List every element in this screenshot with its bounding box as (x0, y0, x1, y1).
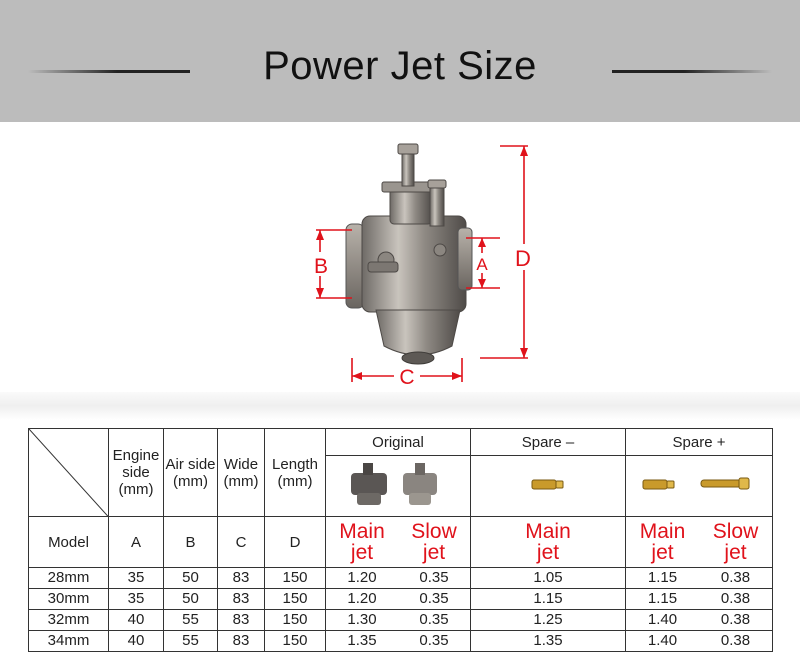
header-length: Length (mm) (264, 427, 326, 518)
cell-original-main: 1.20 (347, 569, 377, 587)
cell-model: 28mm (28, 566, 109, 589)
table-row: 32mm 40 55 83 150 1.30 0.35 1.25 1.40 0.38 (28, 608, 773, 631)
label-c: C (217, 516, 265, 568)
cell-original-slow: 0.35 (419, 569, 449, 587)
cell-spare-minus-main: 1.05 (470, 566, 626, 589)
cell-spare-plus-main: 1.40 (647, 611, 678, 629)
spare-plus-jet-labels: Main jet Slow jet (625, 516, 773, 568)
page-title: Power Jet Size (263, 44, 537, 88)
dimension-label-c: C (399, 366, 414, 389)
original-jets-image (325, 455, 471, 518)
cell-b: 55 (163, 629, 218, 653)
spare-minus-main-jet-label: Main jet (525, 520, 571, 565)
cell-spare-plus-main: 1.15 (647, 569, 678, 587)
header-spare-minus: Spare – (470, 427, 626, 457)
header-engine-side: Engine side (mm) (108, 427, 164, 518)
dimension-label-b: B (314, 255, 328, 278)
brass-jet-icon (531, 479, 564, 490)
cell-spare-plus: 1.15 0.38 (625, 587, 773, 610)
label-b: B (163, 516, 218, 568)
cell-b: 50 (163, 587, 218, 610)
cell-spare-minus-main: 1.35 (470, 629, 626, 653)
cell-original-slow: 0.35 (419, 632, 449, 650)
cell-a: 35 (108, 566, 164, 589)
spare-plus-main-jet-label: Main jet (639, 520, 686, 565)
spare-minus-jet-labels: Main jet (470, 516, 626, 568)
cell-original-main: 1.35 (347, 632, 377, 650)
spec-table: Engine side (mm) Air side (mm) Wide (mm)… (28, 427, 773, 653)
cell-spare-plus-main: 1.15 (647, 590, 678, 608)
cell-model: 30mm (28, 587, 109, 610)
cell-a: 40 (108, 629, 164, 653)
table-row: 28mm 35 50 83 150 1.20 0.35 1.05 1.15 0.38 (28, 566, 773, 589)
cell-spare-plus-slow: 0.38 (720, 590, 751, 608)
original-jet-labels: Main jet Slow jet (325, 516, 471, 568)
original-main-jet-label: Main jet (339, 520, 385, 565)
cell-spare-plus-slow: 0.38 (720, 632, 751, 650)
cell-original: 1.20 0.35 (325, 566, 471, 589)
cell-c: 83 (217, 566, 265, 589)
cell-spare-plus: 1.40 0.38 (625, 629, 773, 653)
cell-original: 1.35 0.35 (325, 629, 471, 653)
brass-jets-icon (642, 477, 750, 490)
table-row: 30mm 35 50 83 150 1.20 0.35 1.15 1.15 0.38 (28, 587, 773, 610)
cell-spare-minus-main: 1.15 (470, 587, 626, 610)
table-corner-cell (28, 427, 109, 518)
spare-minus-jet-image (470, 455, 626, 518)
cell-d: 150 (264, 587, 326, 610)
cell-spare-plus-slow: 0.38 (720, 569, 751, 587)
dimension-arrows (316, 146, 528, 380)
cell-d: 150 (264, 566, 326, 589)
cell-model: 32mm (28, 608, 109, 631)
cell-spare-plus: 1.15 0.38 (625, 566, 773, 589)
cell-c: 83 (217, 587, 265, 610)
cell-c: 83 (217, 629, 265, 653)
carburetor-icon (351, 463, 437, 506)
title-banner: Power Jet Size (0, 0, 800, 122)
header-air-side: Air side (mm) (163, 427, 218, 518)
label-model: Model (28, 516, 109, 568)
header-original: Original (325, 427, 471, 457)
carburetor-photo (345, 143, 473, 365)
divider-left (28, 70, 190, 73)
cell-spare-plus-slow: 0.38 (720, 611, 751, 629)
spare-plus-slow-jet-label: Slow jet (712, 520, 759, 565)
cell-d: 150 (264, 608, 326, 631)
cell-a: 35 (108, 587, 164, 610)
separator-fade (0, 392, 800, 420)
dimension-label-a: A (476, 255, 488, 274)
dimension-label-d: D (515, 246, 531, 271)
label-a: A (108, 516, 164, 568)
cell-d: 150 (264, 629, 326, 653)
label-d: D (264, 516, 326, 568)
cell-b: 55 (163, 608, 218, 631)
carburetor-diagram: D B A C (310, 143, 536, 389)
cell-original-slow: 0.35 (419, 611, 449, 629)
spare-plus-jets-image (625, 455, 773, 518)
cell-spare-plus-main: 1.40 (647, 632, 678, 650)
cell-original: 1.20 0.35 (325, 587, 471, 610)
cell-original-main: 1.30 (347, 611, 377, 629)
divider-right (612, 70, 772, 73)
original-slow-jet-label: Slow jet (411, 520, 457, 565)
cell-spare-minus-main: 1.25 (470, 608, 626, 631)
table-row: 34mm 40 55 83 150 1.35 0.35 1.35 1.40 0.38 (28, 629, 773, 653)
cell-model: 34mm (28, 629, 109, 653)
cell-original-slow: 0.35 (419, 590, 449, 608)
header-spare-plus: Spare + (625, 427, 773, 457)
cell-original: 1.30 0.35 (325, 608, 471, 631)
cell-b: 50 (163, 566, 218, 589)
header-wide: Wide (mm) (217, 427, 265, 518)
cell-spare-plus: 1.40 0.38 (625, 608, 773, 631)
cell-a: 40 (108, 608, 164, 631)
cell-original-main: 1.20 (347, 590, 377, 608)
cell-c: 83 (217, 608, 265, 631)
